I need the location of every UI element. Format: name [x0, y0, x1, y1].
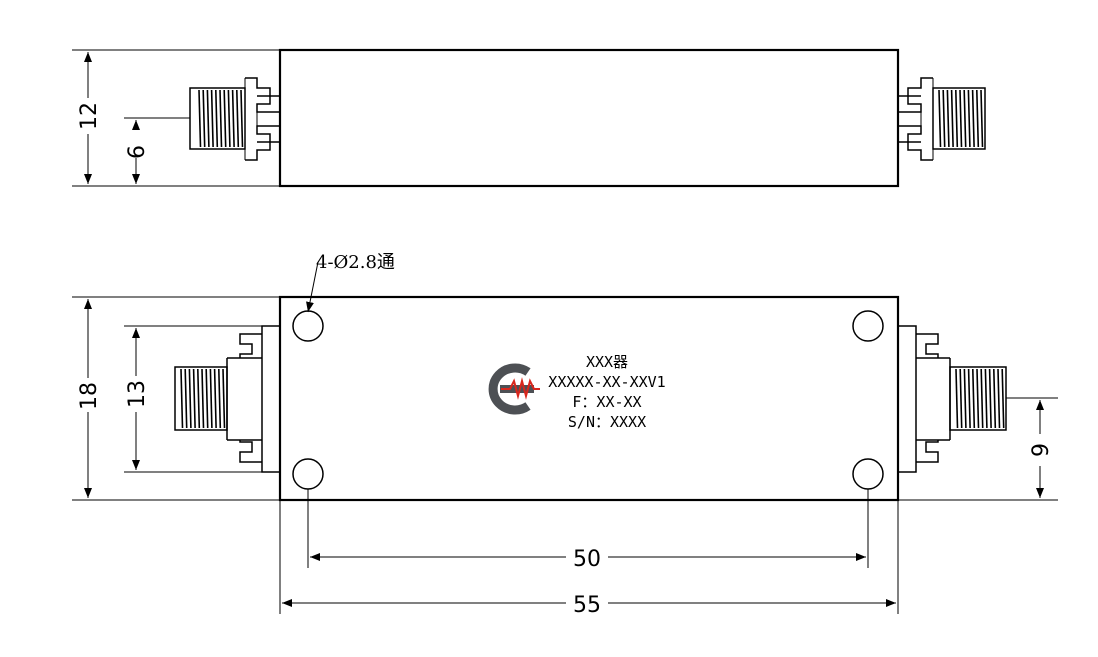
thread-line: [950, 89, 954, 148]
thread-line: [227, 89, 231, 148]
dim-holes-horizontal-label: 50: [573, 547, 601, 572]
front-right-connector: [897, 325, 1007, 473]
mounting-hole-top-right: [852, 310, 884, 342]
thread-line: [198, 89, 202, 148]
thread-line: [955, 89, 959, 148]
front-left-connector-threads: [180, 368, 226, 429]
dim-holes-horizontal: 50: [307, 489, 869, 572]
thread-line: [993, 368, 997, 429]
company-logo-icon: [488, 363, 540, 415]
mounting-hole-top-left: [292, 310, 324, 342]
thread-line: [184, 368, 188, 429]
thread-line: [240, 89, 244, 148]
thread-line: [188, 368, 192, 429]
thread-line: [197, 368, 201, 429]
dim-top-center-label: 6: [125, 145, 150, 159]
thread-line: [1001, 368, 1005, 429]
thread-line: [222, 368, 226, 429]
thread-line: [959, 368, 963, 429]
thread-line: [980, 368, 984, 429]
label-line-2: XXXXX-XX-XXV1: [548, 373, 665, 391]
label-line-3: F：XX-XX: [572, 393, 641, 411]
thread-line: [201, 368, 205, 429]
thread-line: [219, 89, 223, 148]
thread-line: [192, 368, 196, 429]
dim-length: 55: [279, 500, 899, 618]
thread-line: [971, 89, 975, 148]
thread-line: [210, 89, 214, 148]
thread-line: [963, 368, 967, 429]
mounting-hole-bottom-left: [292, 458, 324, 490]
dim-top-height: 12: [72, 49, 280, 187]
top-left-connector-threads: [198, 89, 244, 148]
top-view: 12 6: [72, 48, 986, 188]
thread-line: [984, 368, 988, 429]
thread-line: [967, 368, 971, 429]
thread-line: [972, 368, 976, 429]
thread-line: [976, 89, 980, 148]
thread-line: [213, 368, 217, 429]
dim-connector-center-label: 9: [1029, 443, 1054, 457]
thread-line: [180, 368, 184, 429]
dim-front-height: 18: [72, 296, 280, 501]
thread-line: [946, 89, 950, 148]
thread-line: [963, 89, 967, 148]
thread-line: [215, 89, 219, 148]
thread-line: [205, 368, 209, 429]
thread-line: [959, 89, 963, 148]
thread-line: [223, 89, 227, 148]
thread-line: [202, 89, 206, 148]
dim-holes-vertical: 13: [124, 325, 262, 473]
front-view: 4-Ø2.8通 XXX器 XXXXX-XX-XXV1 F：XX-XX S/N：X…: [72, 252, 1058, 618]
thread-line: [209, 368, 213, 429]
hole-callout: 4-Ø2.8通: [306, 252, 395, 313]
top-left-connector: [189, 77, 280, 161]
thread-line: [976, 368, 980, 429]
dim-length-label: 55: [573, 593, 601, 618]
dim-top-height-label: 12: [77, 102, 102, 130]
thread-line: [206, 89, 210, 148]
thread-line: [967, 89, 971, 148]
thread-line: [955, 368, 959, 429]
dim-holes-vertical-label: 13: [125, 380, 150, 408]
label-line-4: S/N：XXXX: [568, 413, 646, 431]
top-view-body: [278, 48, 900, 188]
thread-line: [980, 89, 984, 148]
thread-line: [231, 89, 235, 148]
thread-line: [236, 89, 240, 148]
dim-top-center: 6: [124, 117, 190, 184]
front-left-connector: [174, 325, 281, 473]
dim-connector-center: 9: [898, 397, 1058, 501]
hole-note-label: 4-Ø2.8通: [316, 252, 395, 273]
dim-front-height-label: 18: [77, 382, 102, 410]
thread-line: [938, 89, 942, 148]
thread-line: [997, 368, 1001, 429]
product-label: XXX器 XXXXX-XX-XXV1 F：XX-XX S/N：XXXX: [488, 353, 666, 431]
label-line-1: XXX器: [586, 353, 628, 371]
thread-line: [942, 89, 946, 148]
top-right-connector: [898, 77, 986, 161]
thread-line: [218, 368, 222, 429]
thread-line: [988, 368, 992, 429]
top-right-connector-threads: [938, 89, 984, 148]
mounting-hole-bottom-right: [852, 458, 884, 490]
front-right-connector-threads: [955, 368, 1005, 429]
